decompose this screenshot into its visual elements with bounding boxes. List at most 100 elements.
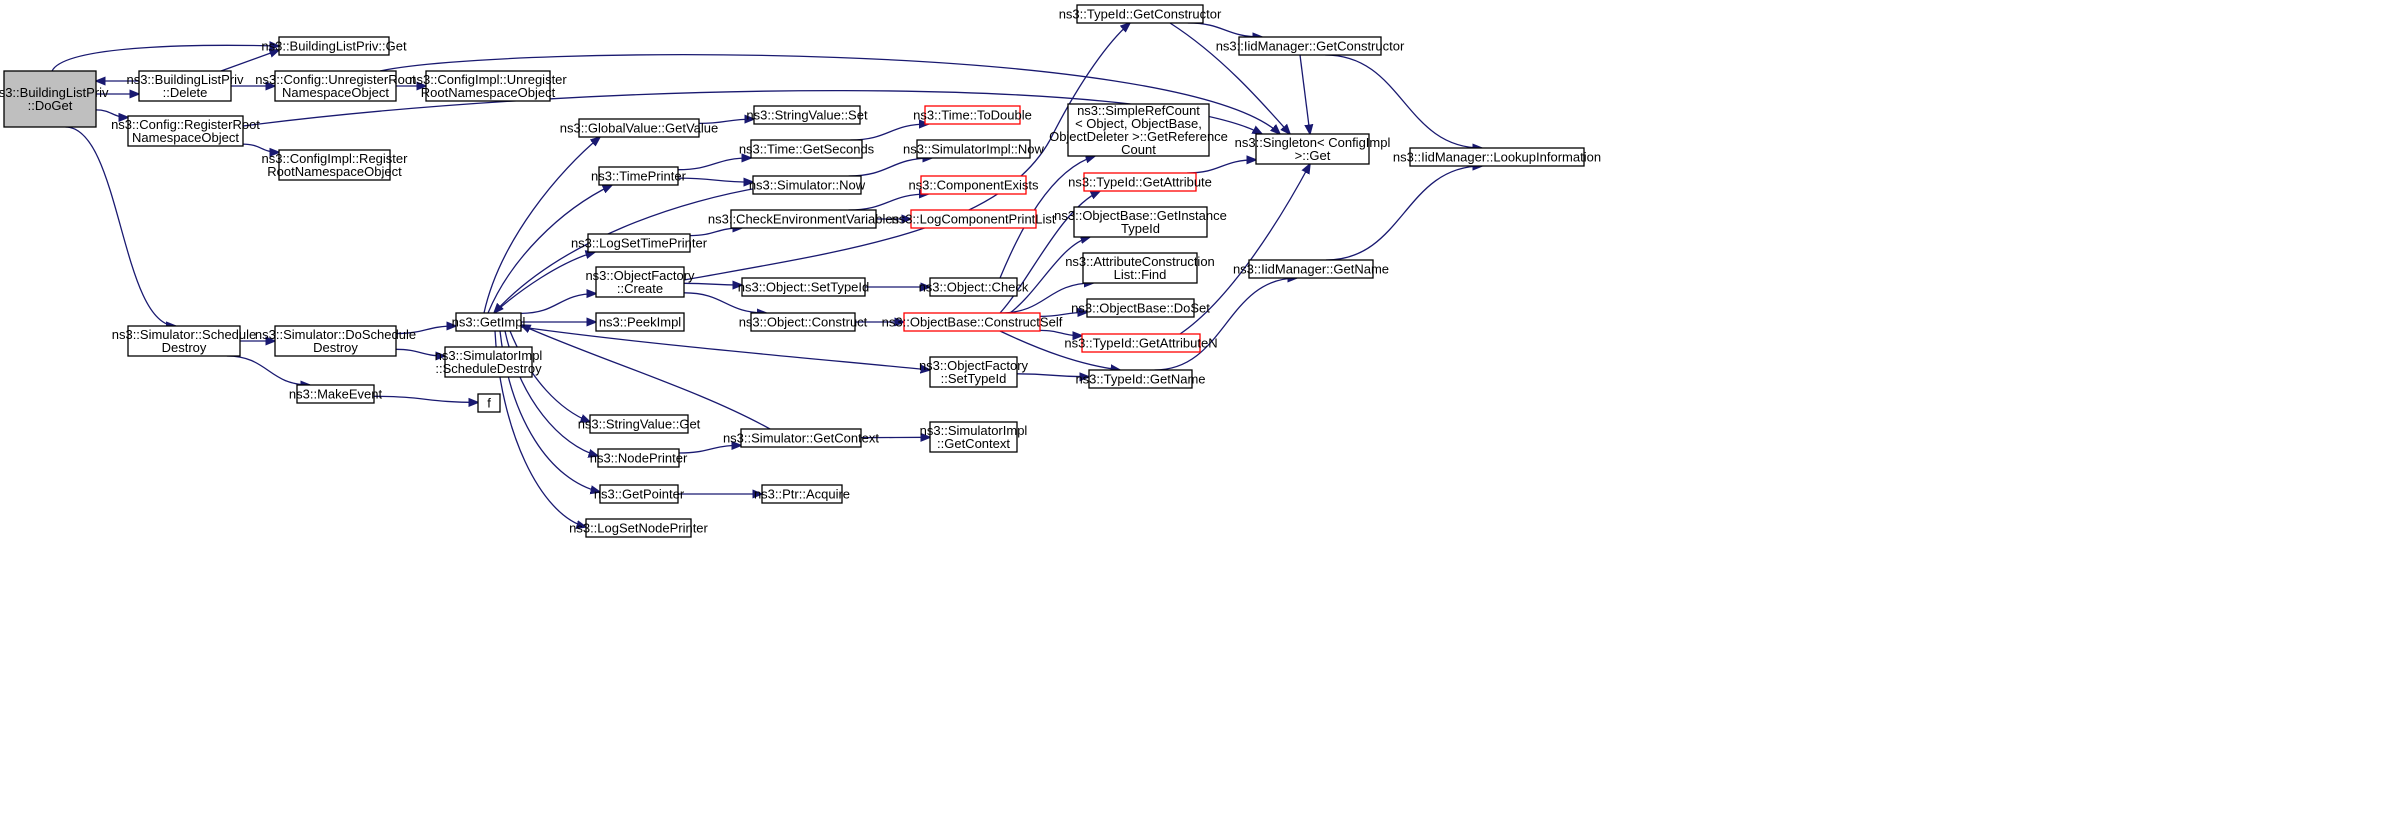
edge-n31-to-n50 xyxy=(1016,374,1089,377)
node-label: ns3::ObjectFactory xyxy=(585,268,695,283)
node-box xyxy=(1086,298,1195,318)
edge-n49-to-n42 xyxy=(1179,164,1310,335)
node-ns3-buildinglistpriv-get[interactable]: ns3::BuildingListPriv::Get xyxy=(261,36,407,56)
node-ns3-stringvalue-set[interactable]: ns3::StringValue::Set xyxy=(746,105,868,125)
node-ns3-buildinglistpriv-delete[interactable]: ns3::BuildingListPriv::Delete xyxy=(126,70,244,102)
node-box xyxy=(1067,103,1210,157)
nodes-layer: ns3::BuildingListPriv::DoGet ns3::Buildin… xyxy=(0,4,1601,538)
node-ns3-getpointer[interactable]: ns3::GetPointer xyxy=(594,484,685,504)
node-box xyxy=(1238,36,1382,56)
edge-n29-to-n48 xyxy=(1039,312,1087,316)
node-ns3-iidmanager-getconstructor[interactable]: ns3::IidManager::GetConstructor xyxy=(1216,36,1405,56)
edge-n21-to-n22 xyxy=(689,228,742,237)
node-ns3-simulatorimpl-getcontext[interactable]: ns3::SimulatorImpl::GetContext xyxy=(920,421,1028,453)
node-ns3-config-unregisterroot-namespaceobject[interactable]: ns3::Config::UnregisterRootNamespaceObje… xyxy=(255,70,416,102)
node-ns3-object-settypeid[interactable]: ns3::Object::SetTypeId xyxy=(738,277,870,297)
node-box xyxy=(477,393,501,413)
node-ns3-simulatorimpl-now[interactable]: ns3::SimulatorImpl::Now xyxy=(903,139,1045,159)
node-ns3-makeevent[interactable]: ns3::MakeEvent xyxy=(289,384,383,404)
node-box xyxy=(589,414,689,434)
node-label: ns3::StringValue::Set xyxy=(746,108,868,123)
node-ns3-logcomponentprintlist[interactable]: ns3::LogComponentPrintList xyxy=(891,209,1056,229)
node-box xyxy=(929,277,1018,297)
node-ns3-simulator-now[interactable]: ns3::Simulator::Now xyxy=(749,175,866,195)
node-ns3-simulator-schedule-destroy[interactable]: ns3::Simulator::ScheduleDestroy xyxy=(112,325,257,357)
node-label: ns3::Simulator::Schedule xyxy=(112,327,257,342)
node-ns3-simulator-getcontext[interactable]: ns3::Simulator::GetContext xyxy=(723,428,879,448)
node-label: ns3::GlobalValue::GetValue xyxy=(560,121,719,136)
node-ns3-objectfactory-settypeid[interactable]: ns3::ObjectFactory::SetTypeId xyxy=(919,356,1029,388)
edge-n9-to-n12 xyxy=(395,348,445,356)
node-ns3-objectbase-constructself[interactable]: ns3::ObjectBase::ConstructSelf xyxy=(882,312,1063,332)
node-ns3-typeid-getconstructor[interactable]: ns3::TypeId::GetConstructor xyxy=(1059,4,1222,24)
edge-n16-to-n17 xyxy=(677,158,751,171)
node-box xyxy=(903,312,1041,332)
node-ns3-simplerefcount-object-objectbase-objectdeleter-getreference-count[interactable]: ns3::SimpleRefCount< Object, ObjectBase,… xyxy=(1049,103,1228,157)
node-box xyxy=(753,105,861,125)
node-box xyxy=(3,70,97,128)
node-box xyxy=(598,166,679,186)
node-ns3-time-getseconds[interactable]: ns3::Time::GetSeconds xyxy=(739,139,875,159)
node-box xyxy=(274,70,397,102)
node-box xyxy=(127,325,241,357)
node-ns3-configimpl-unregister-rootnamespaceobject[interactable]: ns3::ConfigImpl::UnregisterRootNamespace… xyxy=(409,70,567,102)
node-label: ns3::ConfigImpl::Unregister xyxy=(409,72,567,87)
node-box xyxy=(578,118,700,138)
node-ns3-logsettimeprinter[interactable]: ns3::LogSetTimePrinter xyxy=(571,233,708,253)
node-box xyxy=(920,175,1027,195)
node-ns3-object-construct[interactable]: ns3::Object::Construct xyxy=(739,312,868,332)
node-label: ns3::StringValue::Get xyxy=(578,417,701,432)
edge-n10-to-n13 xyxy=(373,395,478,402)
node-f[interactable]: f xyxy=(477,393,501,413)
node-label: ns3::Simulator::Now xyxy=(749,178,866,193)
edge-n44-to-n42 xyxy=(1186,160,1256,174)
node-ns3-simulatorimpl-scheduledestroy[interactable]: ns3::SimulatorImpl::ScheduleDestroy xyxy=(435,346,543,378)
node-ns3-getimpl[interactable]: ns3::GetImpl xyxy=(452,312,526,332)
node-label: ns3::GetPointer xyxy=(594,487,685,502)
node-ns3-time-todouble[interactable]: ns3::Time::ToDouble xyxy=(913,105,1032,125)
node-label: ns3::TypeId::GetConstructor xyxy=(1059,7,1222,22)
node-ns3-object-check[interactable]: ns3::Object::Check xyxy=(919,277,1029,297)
node-label: >::Get xyxy=(1295,148,1331,163)
node-box xyxy=(750,312,856,332)
node-ns3-globalvalue-getvalue[interactable]: ns3::GlobalValue::GetValue xyxy=(560,118,719,138)
node-ns3-singleton-configimpl-get[interactable]: ns3::Singleton< ConfigImpl >::Get xyxy=(1235,133,1391,165)
node-ns3-typeid-getattributen[interactable]: ns3::TypeId::GetAttributeN xyxy=(1064,333,1218,353)
node-box xyxy=(910,209,1037,229)
edge-n39-to-n42 xyxy=(1169,22,1290,134)
node-label: ns3::TypeId::GetAttributeN xyxy=(1064,336,1217,351)
node-ns3-checkenvironmentvariables[interactable]: ns3::CheckEnvironmentVariables xyxy=(708,209,900,229)
node-box xyxy=(750,139,863,159)
node-ns3-buildinglistpriv-doget[interactable]: ns3::BuildingListPriv::DoGet xyxy=(0,70,109,128)
node-ns3-objectbase-doset[interactable]: ns3::ObjectBase::DoSet xyxy=(1071,298,1210,318)
node-ns3-iidmanager-getname[interactable]: ns3::IidManager::GetName xyxy=(1233,259,1389,279)
node-ns3-timeprinter[interactable]: ns3::TimePrinter xyxy=(591,166,687,186)
node-ns3-typeid-getattribute[interactable]: ns3::TypeId::GetAttribute xyxy=(1068,172,1212,192)
node-label: ns3::Object::Check xyxy=(919,280,1029,295)
node-ns3-peekimpl[interactable]: ns3::PeekImpl xyxy=(595,312,685,332)
edge-n22-to-n23 xyxy=(848,194,929,211)
node-ns3-stringvalue-get[interactable]: ns3::StringValue::Get xyxy=(578,414,701,434)
node-ns3-logsetnodeprinter[interactable]: ns3::LogSetNodePrinter xyxy=(569,518,709,538)
node-label: ::DoGet xyxy=(28,98,73,113)
node-ns3-iidmanager-lookupinformation[interactable]: ns3::IidManager::LookupInformation xyxy=(1393,147,1601,167)
edge-n25-to-n28 xyxy=(683,292,766,313)
node-label: ns3::IidManager::LookupInformation xyxy=(1393,150,1601,165)
node-box xyxy=(1088,369,1193,389)
node-ns3-objectfactory-create[interactable]: ns3::ObjectFactory::Create xyxy=(585,266,695,298)
edge-n14-to-n15 xyxy=(698,119,754,125)
node-ns3-configimpl-register-rootnamespaceobject[interactable]: ns3::ConfigImpl::RegisterRootNamespaceOb… xyxy=(262,149,409,181)
node-box xyxy=(741,277,866,297)
node-ns3-nodeprinter[interactable]: ns3::NodePrinter xyxy=(590,448,688,468)
node-box xyxy=(740,428,862,448)
edge-n1-to-n2 xyxy=(51,45,279,72)
node-ns3-ptr-acquire[interactable]: ns3::Ptr::Acquire xyxy=(754,484,850,504)
node-ns3-componentexists[interactable]: ns3::ComponentExists xyxy=(908,175,1039,195)
node-ns3-typeid-getname[interactable]: ns3::TypeId::GetName xyxy=(1075,369,1206,389)
node-box xyxy=(1081,333,1201,353)
